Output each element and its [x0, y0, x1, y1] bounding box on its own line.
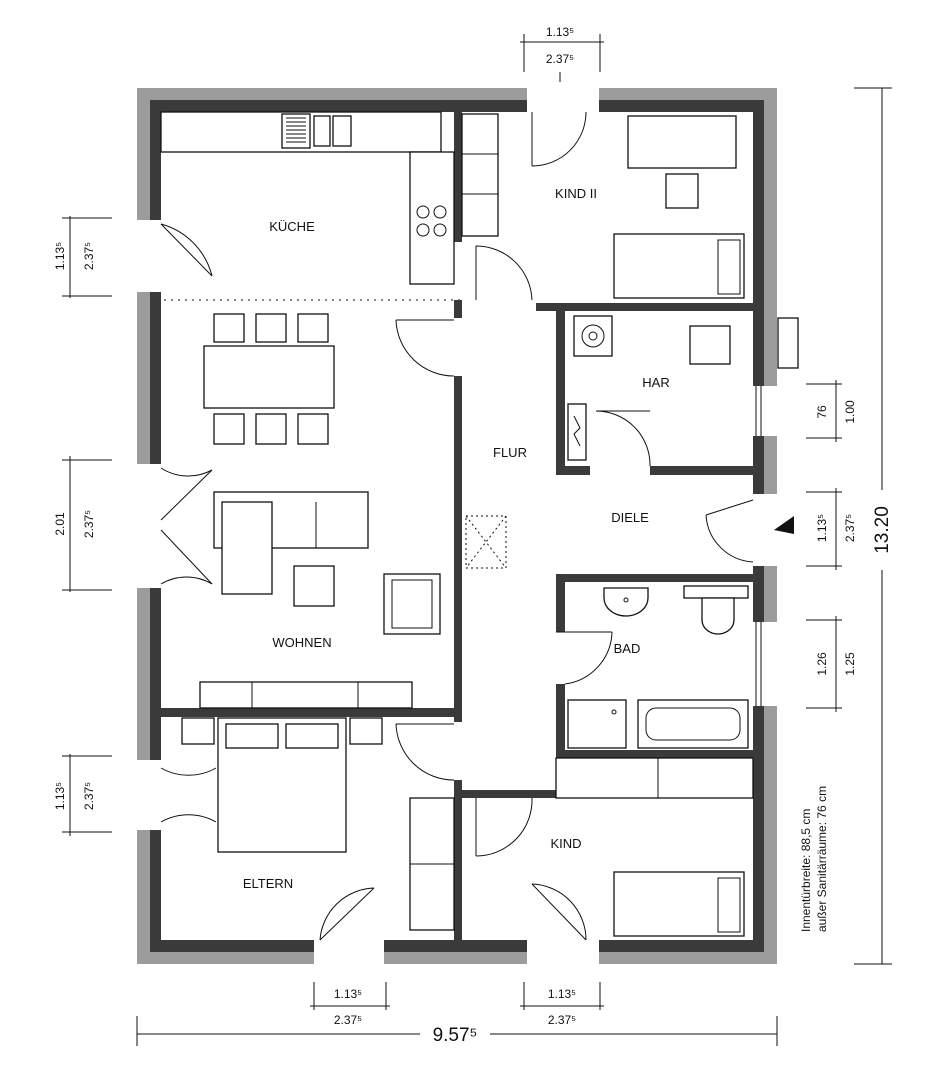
exterior-features — [774, 317, 799, 534]
room-label-eltern: ELTERN — [243, 876, 293, 891]
room-label-wohnen: WOHNEN — [272, 635, 331, 650]
note-line-2: außer Sanitärräume: 76 cm — [815, 786, 829, 932]
dim-total-height: 13.20 — [872, 506, 893, 554]
room-label-flur: FLUR — [493, 445, 527, 460]
dim-right-2b: 2.37⁵ — [843, 514, 857, 542]
dim-right-2a: 1.13⁵ — [815, 514, 829, 542]
dim-top-door-upper: 1.13⁵ — [546, 25, 574, 39]
outer-openings — [135, 86, 779, 966]
dim-top-door-lower: 2.37⁵ — [546, 52, 574, 66]
dim-left-1b: 2.37⁵ — [82, 242, 96, 270]
room-label-kueche: KÜCHE — [269, 219, 315, 234]
dim-right-3b: 1.25 — [843, 652, 857, 676]
dim-bottom-left-lower: 2.37⁵ — [334, 1013, 362, 1027]
dim-bottom-left-upper: 1.13⁵ — [334, 987, 362, 1001]
door-width-notes: Innentürbreite: 88,5 cm außer Sanitärräu… — [799, 786, 829, 932]
dim-left-3a: 1.13⁵ — [53, 782, 67, 810]
dimension-lines — [62, 34, 892, 1046]
dimension-texts: 1.13⁵ 2.37⁵ 1.13⁵ 2.37⁵ 1.13⁵ 2.37⁵ 9.57… — [53, 25, 893, 1046]
eltern-furniture — [181, 717, 455, 931]
doors — [160, 111, 754, 941]
room-label-diele: DIELE — [611, 510, 649, 525]
dim-left-2a: 2.01 — [53, 512, 67, 536]
room-labels: KÜCHE KIND II HAR FLUR DIELE WOHNEN BAD … — [243, 186, 670, 891]
note-line-1: Innentürbreite: 88,5 cm — [799, 809, 813, 932]
room-label-kind: KIND — [550, 836, 581, 851]
kind2-furniture — [461, 113, 745, 299]
bad-furniture — [567, 585, 749, 749]
dim-right-1a: 76 — [815, 405, 829, 419]
dim-right-3a: 1.26 — [815, 652, 829, 676]
dim-left-3b: 2.37⁵ — [82, 782, 96, 810]
room-label-har: HAR — [642, 375, 669, 390]
interior-walls — [161, 112, 753, 940]
dining-table — [203, 313, 335, 445]
dim-bottom-right-lower: 2.37⁵ — [548, 1013, 576, 1027]
window-frames — [164, 299, 762, 706]
har-furniture — [567, 315, 731, 461]
room-label-kind2: KIND II — [555, 186, 597, 201]
living-furniture — [199, 491, 507, 709]
kind-furniture — [555, 757, 754, 937]
dim-right-1b: 1.00 — [843, 400, 857, 424]
dim-left-2b: 2.37⁵ — [82, 510, 96, 538]
dim-bottom-right-upper: 1.13⁵ — [548, 987, 576, 1001]
dim-left-1a: 1.13⁵ — [53, 242, 67, 270]
room-label-bad: BAD — [614, 641, 641, 656]
kitchen-furniture — [160, 111, 455, 285]
dim-total-width: 9.57⁵ — [433, 1025, 478, 1046]
